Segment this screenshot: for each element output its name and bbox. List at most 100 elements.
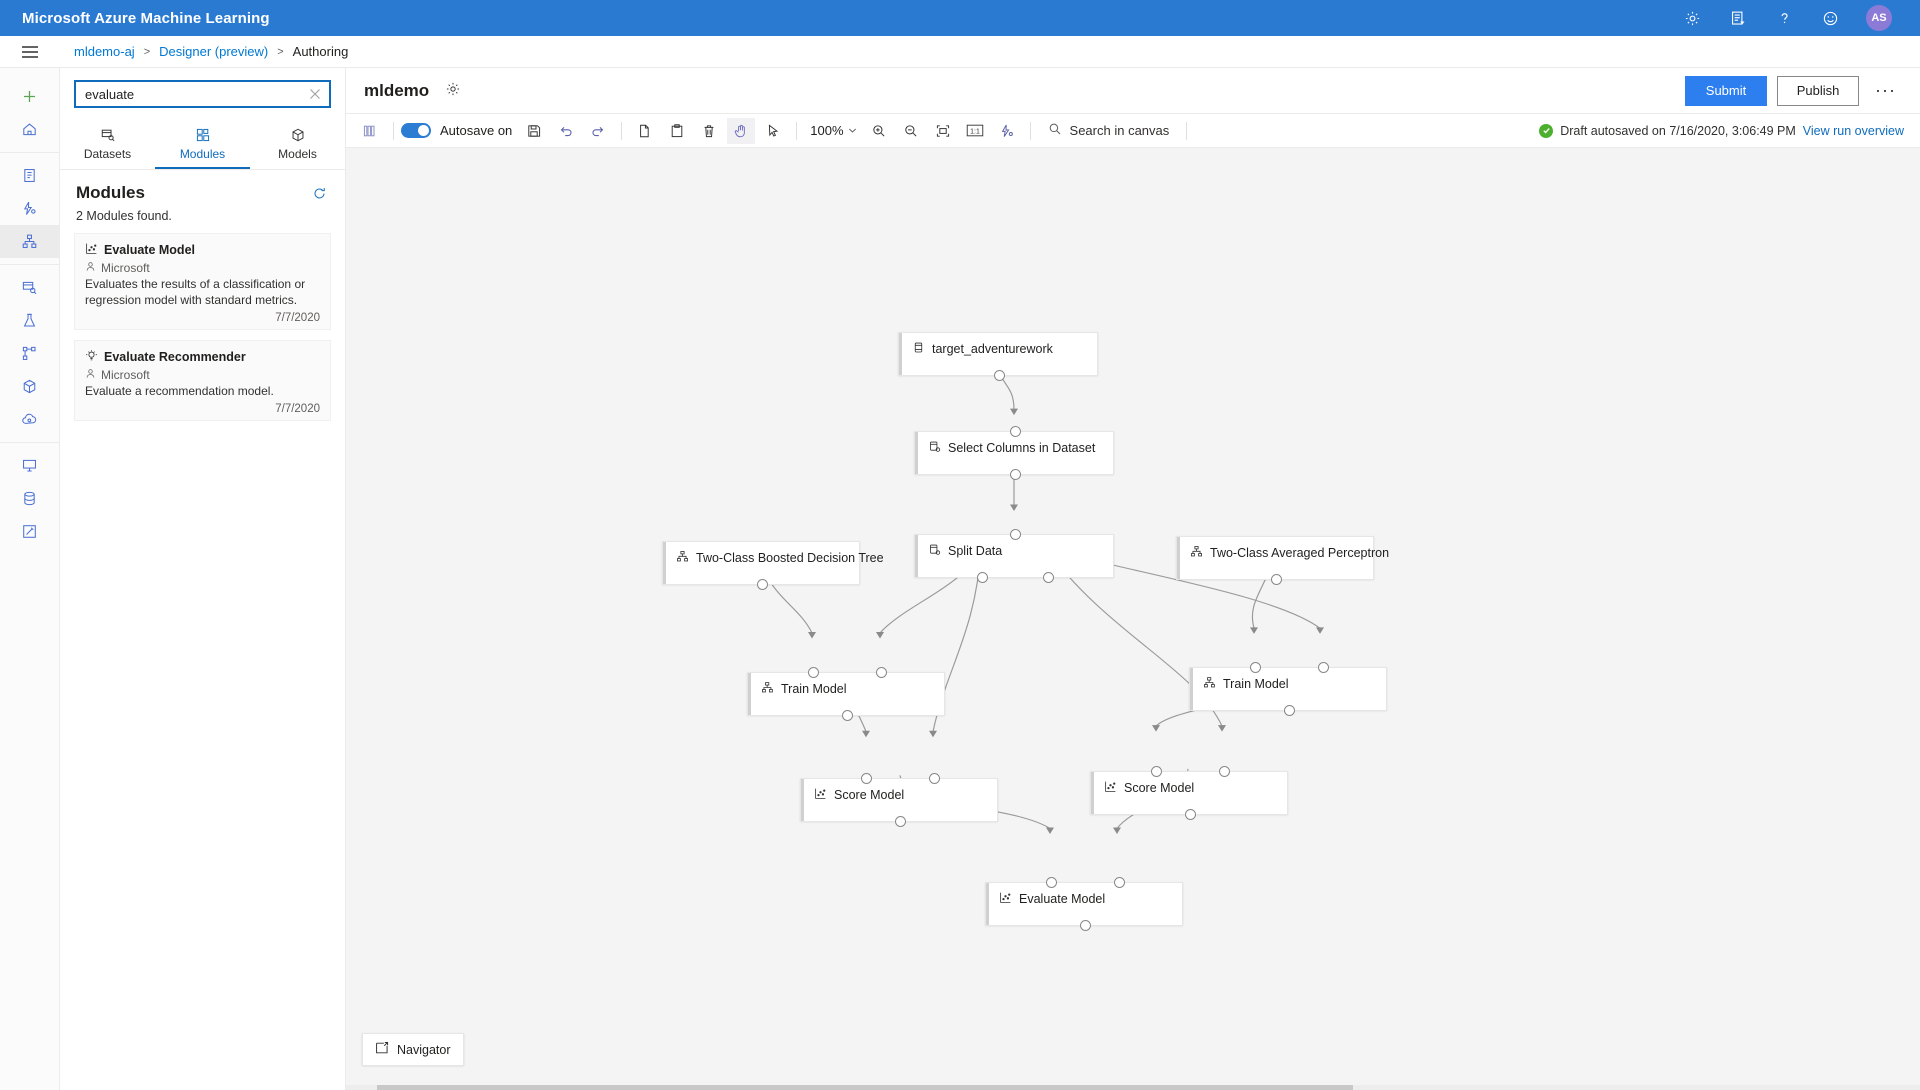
canvas-node-score-model-1[interactable]: Score Model xyxy=(800,773,998,827)
node-output-port[interactable] xyxy=(994,370,1005,381)
check-circle-icon xyxy=(1539,123,1554,138)
breadcrumb-workspace[interactable]: mldemo-aj xyxy=(74,44,135,59)
zoom-in-icon[interactable] xyxy=(865,118,893,144)
canvas-node-target-adventurework[interactable]: target_adventurework xyxy=(898,332,1098,381)
node-input-port-right[interactable] xyxy=(1318,662,1329,673)
canvas-node-split-data[interactable]: Split Data xyxy=(914,529,1114,583)
more-options-icon[interactable]: ··· xyxy=(1875,80,1896,100)
avatar[interactable]: AS xyxy=(1866,5,1892,31)
fit-to-screen-icon[interactable] xyxy=(929,118,957,144)
actual-size-icon[interactable]: 1:1 xyxy=(961,118,989,144)
compute-icon[interactable] xyxy=(0,449,59,482)
gear-icon[interactable] xyxy=(445,81,461,100)
node-output-port-left[interactable] xyxy=(977,572,988,583)
node-label: target_adventurework xyxy=(932,342,1053,356)
page-title: mldemo xyxy=(364,80,430,100)
tab-modules[interactable]: Modules xyxy=(155,118,250,169)
node-output-port[interactable] xyxy=(1284,705,1295,716)
pan-hand-icon[interactable] xyxy=(727,117,756,144)
canvas-node-select-columns-in-dataset[interactable]: Select Columns in Dataset xyxy=(914,426,1114,480)
canvas-node-two-class-boosted-decision-tree[interactable]: Two-Class Boosted Decision Tree xyxy=(662,541,884,590)
node-input-port-right[interactable] xyxy=(929,773,940,784)
tab-datasets[interactable]: Datasets xyxy=(60,118,155,169)
node-input-port-left[interactable] xyxy=(861,773,872,784)
save-icon[interactable] xyxy=(520,118,548,144)
designer-icon[interactable] xyxy=(0,225,59,258)
node-output-port[interactable] xyxy=(1080,920,1091,931)
canvas-node-train-model-1[interactable]: Train Model xyxy=(747,667,945,721)
view-run-overview-link[interactable]: View run overview xyxy=(1802,123,1904,138)
help-icon[interactable] xyxy=(1774,8,1794,28)
node-input-port-right[interactable] xyxy=(1219,766,1230,777)
experiments-icon[interactable] xyxy=(0,304,59,337)
node-input-port-left[interactable] xyxy=(1046,877,1057,888)
clear-search-icon[interactable] xyxy=(305,84,325,104)
node-body: Split Data xyxy=(918,535,1012,567)
smiley-icon[interactable] xyxy=(1820,8,1840,28)
zoom-level-dropdown[interactable]: 100% xyxy=(804,123,862,138)
canvas-node-two-class-averaged-perceptron[interactable]: Two-Class Averaged Perceptron xyxy=(1176,536,1389,585)
endpoints-icon[interactable] xyxy=(0,403,59,436)
models-icon[interactable] xyxy=(0,370,59,403)
publish-button[interactable]: Publish xyxy=(1777,75,1860,106)
node-input-port-right[interactable] xyxy=(876,667,887,678)
automated-ml-icon[interactable] xyxy=(0,192,59,225)
hamburger-menu-icon[interactable] xyxy=(0,45,60,59)
node-output-port[interactable] xyxy=(1271,574,1282,585)
select-pointer-icon[interactable] xyxy=(759,118,787,144)
node-output-port[interactable] xyxy=(895,816,906,827)
breadcrumb-designer[interactable]: Designer (preview) xyxy=(159,44,269,59)
node-input-port-left[interactable] xyxy=(808,667,819,678)
pipelines-icon[interactable] xyxy=(0,337,59,370)
notebooks-icon[interactable] xyxy=(0,159,59,192)
canvas-horizontal-scrollbar[interactable] xyxy=(346,1085,1920,1090)
feedback-icon[interactable] xyxy=(1728,8,1748,28)
datastores-icon[interactable] xyxy=(0,482,59,515)
new-icon[interactable] xyxy=(0,80,59,113)
refresh-icon[interactable] xyxy=(309,183,329,203)
node-input-port[interactable] xyxy=(1010,529,1021,540)
submit-button[interactable]: Submit xyxy=(1685,75,1768,106)
node-input-port[interactable] xyxy=(1010,426,1021,437)
module-card-evaluate-recommender[interactable]: Evaluate Recommender Microsoft Evaluate … xyxy=(74,339,331,421)
node-input-port-left[interactable] xyxy=(1151,766,1162,777)
canvas-search[interactable]: Search in canvas xyxy=(1038,122,1180,139)
pipeline-canvas[interactable]: target_adventurework Select Columns in D… xyxy=(346,148,1920,1090)
home-icon[interactable] xyxy=(0,113,59,146)
canvas-node-train-model-2[interactable]: Train Model xyxy=(1189,662,1387,716)
canvas-node-evaluate-model[interactable]: Evaluate Model xyxy=(985,877,1183,931)
gear-icon[interactable] xyxy=(1682,8,1702,28)
panel-header: Modules xyxy=(60,170,345,205)
navigator-label: Navigator xyxy=(397,1042,451,1057)
undo-icon[interactable] xyxy=(552,118,580,144)
search-box[interactable] xyxy=(74,80,331,108)
scrollbar-thumb[interactable] xyxy=(377,1085,1354,1090)
redo-icon[interactable] xyxy=(584,118,612,144)
zoom-out-icon[interactable] xyxy=(897,118,925,144)
node-input-port-right[interactable] xyxy=(1114,877,1125,888)
panel-toggle-icon[interactable] xyxy=(356,118,384,144)
auto-layout-icon[interactable] xyxy=(993,118,1021,144)
node-label: Score Model xyxy=(834,788,905,802)
labeling-icon[interactable] xyxy=(0,515,59,548)
copy-icon[interactable] xyxy=(631,118,659,144)
datasets-icon[interactable] xyxy=(0,271,59,304)
rail-group-top xyxy=(0,74,59,153)
module-card-evaluate-model[interactable]: Evaluate Model Microsoft Evaluates the r… xyxy=(74,233,331,330)
breadcrumb-current: Authoring xyxy=(292,44,349,59)
search-input[interactable] xyxy=(83,85,305,103)
delete-icon[interactable] xyxy=(695,118,723,144)
canvas-toolbar: Autosave on xyxy=(346,114,1920,148)
node-output-port[interactable] xyxy=(842,710,853,721)
node-input-port-left[interactable] xyxy=(1250,662,1261,673)
node-output-port[interactable] xyxy=(1010,469,1021,480)
node-output-port-right[interactable] xyxy=(1043,572,1054,583)
node-accent xyxy=(986,883,989,925)
tab-models[interactable]: Models xyxy=(250,118,345,169)
navigator-button[interactable]: Navigator xyxy=(362,1033,464,1066)
autosave-toggle[interactable] xyxy=(401,123,431,138)
node-output-port[interactable] xyxy=(1185,809,1196,820)
node-output-port[interactable] xyxy=(757,579,768,590)
canvas-node-score-model-2[interactable]: Score Model xyxy=(1090,766,1288,820)
paste-icon[interactable] xyxy=(663,118,691,144)
